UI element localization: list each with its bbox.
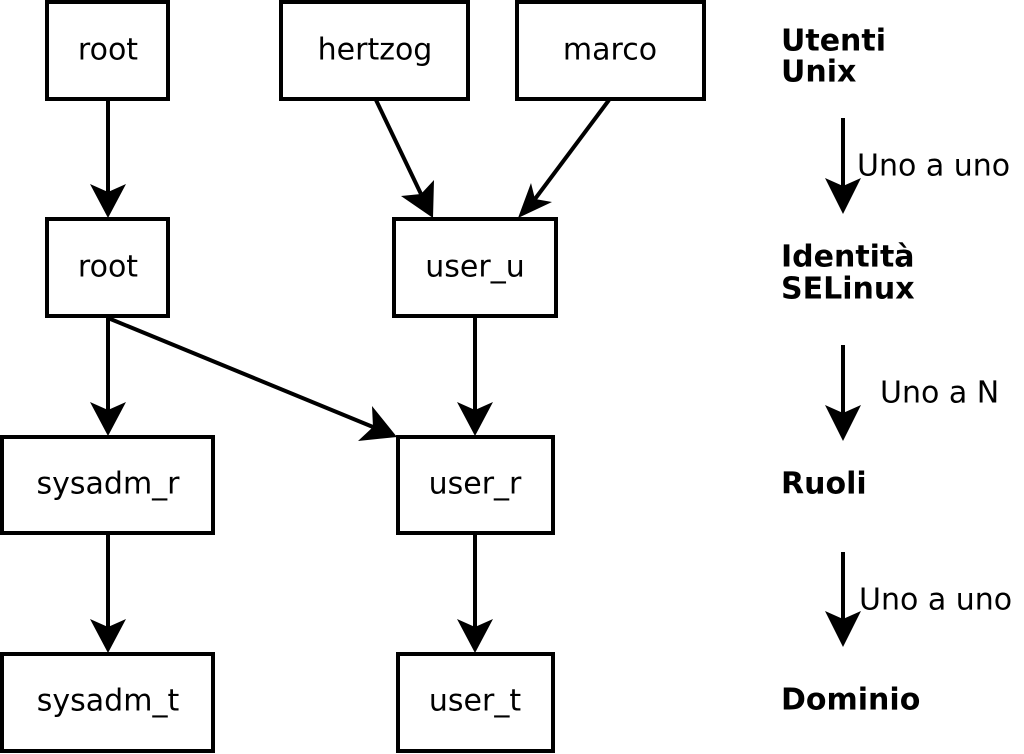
relation-arrow-roles-to-domain <box>825 552 861 647</box>
node-domain-sysadm-t-label: sysadm_t <box>37 684 180 719</box>
node-role-sysadm-r-label: sysadm_r <box>37 467 181 502</box>
relation-label-users-to-identities: Uno a uno <box>857 149 1010 184</box>
level-label-roles: Ruoli <box>781 467 867 502</box>
node-role-user-r-label: user_r <box>429 467 522 502</box>
node-identity-user-u: user_u <box>392 217 558 318</box>
level-label-identities-line2: SELinux <box>781 272 915 307</box>
edge-identity-root-to-user-r <box>107 316 397 441</box>
node-unix-root-label: root <box>78 33 138 68</box>
node-unix-marco: marco <box>515 0 706 101</box>
edge-hertzog-to-user-u <box>374 99 434 218</box>
level-label-unix-users-line1: Utenti <box>781 24 886 59</box>
level-label-domain: Dominio <box>781 683 920 718</box>
edge-identity-root-to-sysadm-r <box>90 318 126 436</box>
node-role-user-r: user_r <box>396 435 555 535</box>
edge-marco-to-user-u <box>518 98 611 218</box>
node-domain-user-t: user_t <box>396 652 555 753</box>
edge-sysadm-r-to-sysadm-t <box>90 534 126 653</box>
relation-label-identities-to-roles: Uno a N <box>880 376 999 411</box>
node-unix-hertzog-label: hertzog <box>318 33 433 68</box>
edge-user-u-to-user-r <box>457 318 493 436</box>
node-domain-sysadm-t: sysadm_t <box>0 652 215 753</box>
node-identity-root: root <box>45 217 170 318</box>
node-domain-user-t-label: user_t <box>429 684 521 719</box>
edge-unix-root-to-identity-root <box>90 100 126 218</box>
relation-arrow-identities-to-roles <box>825 345 861 441</box>
node-unix-hertzog: hertzog <box>279 0 470 101</box>
relation-arrow-users-to-identities <box>825 118 861 214</box>
node-unix-root: root <box>45 0 170 101</box>
node-identity-user-u-label: user_u <box>425 250 524 285</box>
level-label-identities-line1: Identità <box>781 240 915 275</box>
level-label-unix-users-line2: Unix <box>781 55 856 90</box>
node-identity-root-label: root <box>78 250 138 285</box>
node-unix-marco-label: marco <box>563 33 657 68</box>
node-role-sysadm-r: sysadm_r <box>0 435 215 535</box>
edge-user-r-to-user-t <box>457 534 493 653</box>
relation-label-roles-to-domain: Uno a uno <box>859 583 1012 618</box>
